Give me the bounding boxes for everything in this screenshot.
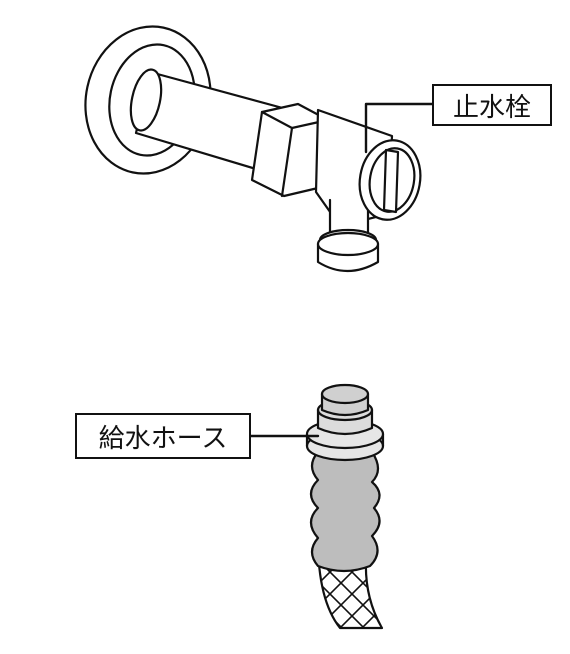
hose-fitting [309,450,381,573]
supply-hose-drawing [249,383,385,630]
water-valve-drawing [84,25,434,272]
valve-leader-line [364,102,434,154]
hose-label: 給水ホース [75,413,251,459]
valve-label: 止水栓 [432,84,552,126]
valve-slot [382,148,400,214]
